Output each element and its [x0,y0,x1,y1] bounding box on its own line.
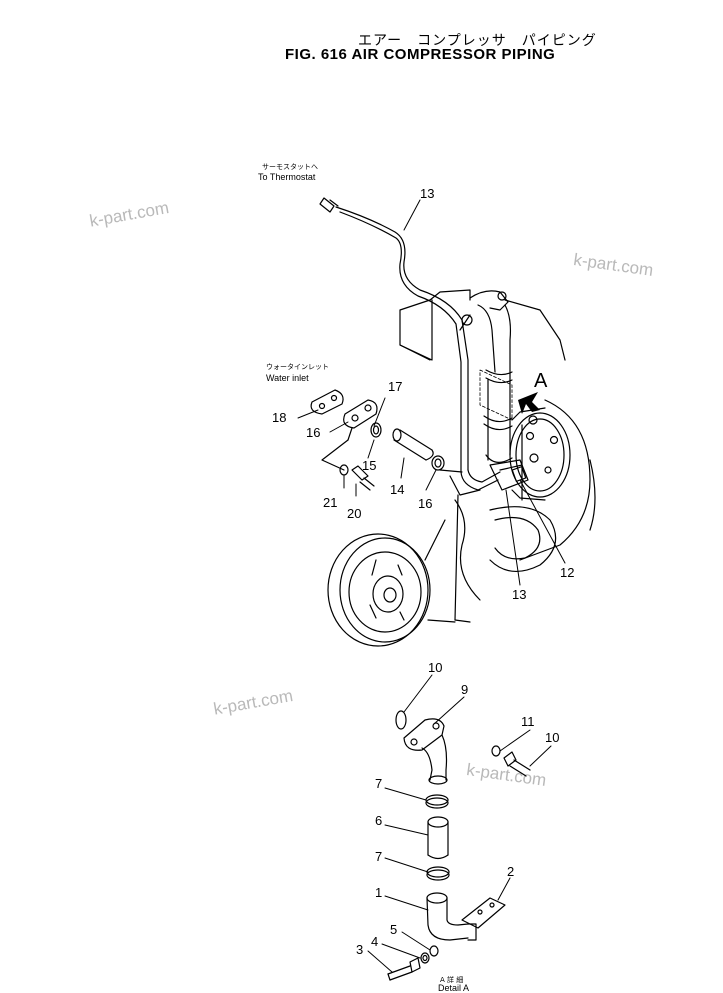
leader-lines [297,199,566,973]
upper-fitting [459,290,529,491]
arrow-a [518,392,540,414]
pipe-14 [319,197,501,491]
water-inlet-note: Water inlet [266,373,309,383]
compressor-head [509,407,571,501]
part-number: 14 [390,482,405,497]
part-number: 4 [371,934,379,949]
water-inlet-parts [310,389,481,496]
part-number: 6 [375,813,383,828]
part-number: 7 [375,776,383,791]
part-number: 5 [390,922,398,937]
part-number: 9 [461,682,469,697]
figure-title: FIG. 616 AIR COMPRESSOR PIPING [285,46,556,63]
thermostat-note: To Thermostat [258,172,316,182]
water-inlet-note-jp: ウォータインレット [266,363,329,371]
part-number: 16 [418,496,433,511]
detail-a-note-jp: A 詳 細 [440,976,464,984]
part-number: 13 [512,587,527,602]
part-number: 2 [507,864,515,879]
detail-a-parts [387,710,531,981]
part-number: 3 [356,942,364,957]
part-number: 11 [521,714,535,729]
part-number: 10 [545,730,560,745]
part-number: 16 [306,425,321,440]
figure-title-japanese: エアー コンプレッサ パイピング [358,33,597,49]
part-number: 21 [323,495,338,510]
part-number: 20 [347,506,362,521]
part-number: 12 [560,565,575,580]
part-number: 1 [375,885,383,900]
view-a-callout: A [534,370,548,392]
part-number: 13 [420,186,435,201]
detail-a-note: Detail A [438,983,470,993]
thermostat-note-jp: サーモスタットへ [262,163,318,171]
part-number: 17 [388,379,403,394]
part-number: 7 [375,849,383,864]
part-number: 18 [272,410,287,425]
engine-block [399,289,596,623]
pulley [327,519,456,647]
part-number: 10 [428,660,443,675]
part-number: 15 [362,458,377,473]
